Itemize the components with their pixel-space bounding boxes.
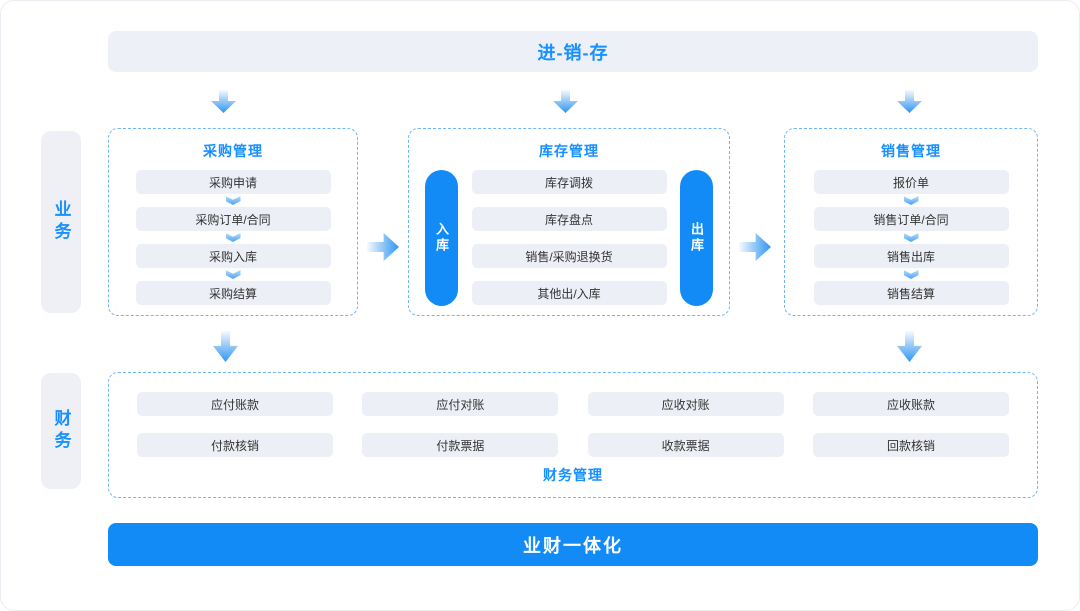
business-group-label-text: 业务: [51, 200, 71, 244]
arrow-down-icon: [553, 90, 578, 113]
arrow-down-icon: [897, 90, 922, 113]
arrow-right-icon: [367, 233, 399, 261]
bottom-banner-label: 业财一体化: [523, 535, 623, 556]
finance-group-label-text: 财务: [51, 409, 71, 453]
sales-items-stack: 报价单 销售订单/合同 销售出库 销售结算: [785, 170, 1037, 305]
inventory-items-stack: 库存调拨 库存盘点 销售/采购退换货 其他出/入库: [471, 170, 667, 306]
finance-group-label: 财务: [41, 373, 81, 489]
finance-item: 应付对账: [362, 392, 559, 416]
finance-item: 应收账款: [812, 392, 1009, 416]
finance-row-1: 应付账款 应付对账 应收对账 应收账款: [109, 392, 1037, 416]
inventory-management-box: 库存管理 入库 库存调拨 库存盘点 销售/采购退换货 其他出/入库 出库: [408, 128, 730, 316]
finance-item: 付款票据: [362, 433, 559, 457]
inventory-item: 库存调拨: [471, 170, 667, 194]
arrow-down-icon: [213, 331, 238, 362]
purchase-management-box: 采购管理 采购申请 采购订单/合同 采购入库 采购结算: [108, 128, 358, 316]
sales-item: 销售结算: [813, 281, 1009, 305]
inventory-box-title: 库存管理: [539, 143, 599, 159]
inventory-item: 库存盘点: [471, 207, 667, 231]
sales-item: 销售订单/合同: [813, 207, 1009, 231]
arrow-down-icon: [225, 233, 241, 242]
sales-item: 销售出库: [813, 244, 1009, 268]
finance-item: 付款核销: [137, 433, 333, 457]
top-banner: 进-销-存: [108, 31, 1038, 72]
arrow-down-icon: [903, 233, 919, 242]
purchase-item: 采购申请: [135, 170, 331, 194]
sales-item: 报价单: [813, 170, 1009, 194]
finance-management-box: 应付账款 应付对账 应收对账 应收账款 付款核销 付款票据 收款票据 回款核销 …: [108, 372, 1038, 498]
arrow-down-icon: [903, 270, 919, 279]
purchase-items-stack: 采购申请 采购订单/合同 采购入库 采购结算: [109, 170, 357, 305]
arrow-down-icon: [225, 270, 241, 279]
finance-box-title: 财务管理: [543, 467, 603, 483]
purchase-box-title: 采购管理: [203, 143, 263, 159]
purchase-item: 采购结算: [135, 281, 331, 305]
inventory-item: 其他出/入库: [471, 281, 667, 305]
bottom-banner: 业财一体化: [108, 523, 1038, 566]
arrow-down-icon: [897, 331, 922, 362]
arrow-down-icon: [903, 196, 919, 205]
sales-box-title: 销售管理: [881, 143, 941, 159]
sales-management-box: 销售管理 报价单 销售订单/合同 销售出库 销售结算: [784, 128, 1038, 316]
arrow-right-icon: [739, 233, 771, 261]
finance-item: 回款核销: [812, 433, 1009, 457]
outbound-pill: 出库: [680, 170, 713, 306]
inventory-item: 销售/采购退换货: [471, 244, 667, 268]
top-banner-label: 进-销-存: [537, 42, 609, 63]
arrow-down-icon: [211, 90, 236, 113]
purchase-item: 采购订单/合同: [135, 207, 331, 231]
inventory-body: 入库 库存调拨 库存盘点 销售/采购退换货 其他出/入库 出库: [409, 170, 729, 306]
finance-item: 应付账款: [137, 392, 333, 416]
inbound-pill: 入库: [425, 170, 458, 306]
arrow-down-icon: [225, 196, 241, 205]
finance-item: 应收对账: [587, 392, 784, 416]
finance-item: 收款票据: [587, 433, 784, 457]
finance-row-2: 付款核销 付款票据 收款票据 回款核销: [109, 433, 1037, 457]
purchase-item: 采购入库: [135, 244, 331, 268]
business-group-label: 业务: [41, 131, 81, 313]
